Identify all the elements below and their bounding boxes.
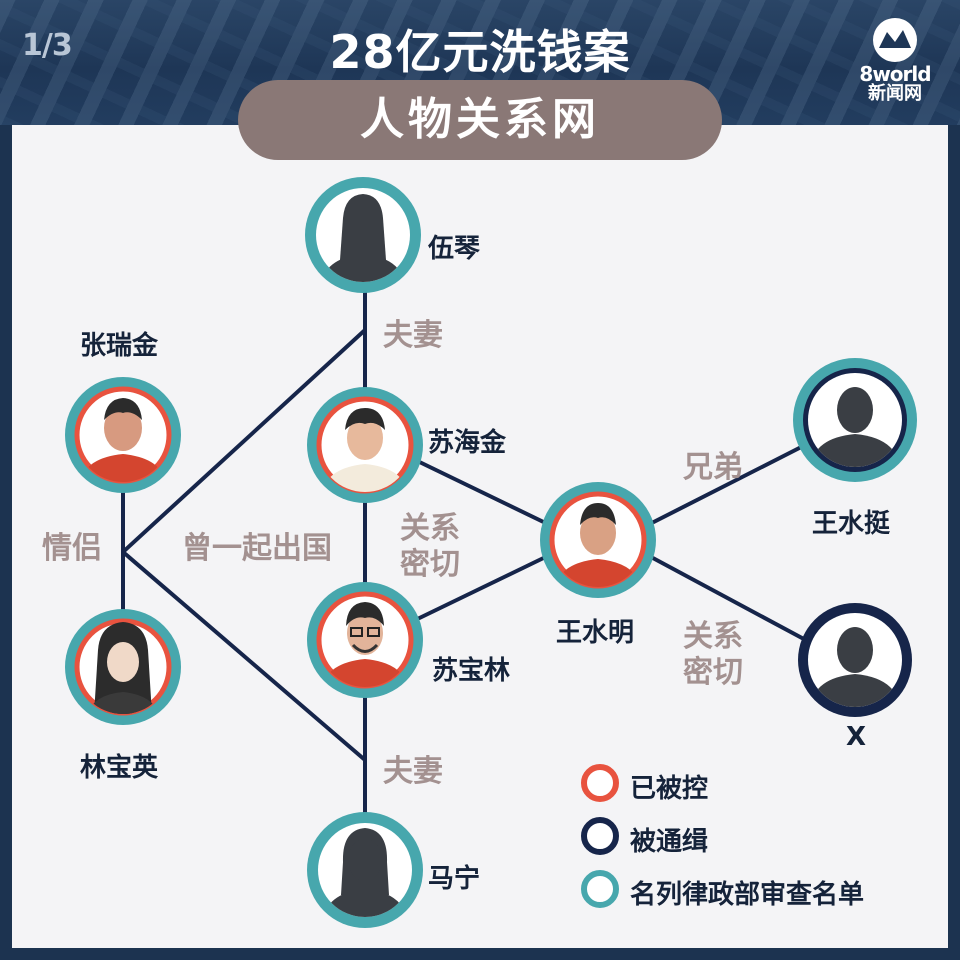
line-subaolin-wangshuiming (404, 548, 561, 627)
label-maning: 马宁 (428, 864, 481, 894)
brand-logo: 8world 新闻网 (850, 18, 940, 104)
label-linbaoying: 林宝英 (80, 753, 159, 783)
relation-couple-bottom: 夫妻 (383, 754, 443, 789)
legend-wanted-label: 被通缉 (630, 827, 709, 857)
relation-brothers: 兄弟 (683, 450, 743, 485)
relation-couple-top: 夫妻 (383, 318, 443, 353)
label-suhaijin: 苏海金 (428, 428, 507, 458)
node-subaolin (307, 582, 423, 698)
line-close-x (637, 548, 816, 647)
node-maning (307, 812, 423, 928)
label-wuqin: 伍琴 (428, 234, 481, 264)
logo-mark-icon (873, 18, 917, 62)
logo-brand-subtext: 新闻网 (868, 83, 922, 104)
line-brothers (637, 438, 816, 532)
label-wangshuiting: 王水挺 (812, 509, 891, 539)
relation-close-mid-line2: 密切 (400, 547, 460, 582)
relation-abroad: 曾一起出国 (182, 531, 332, 566)
line-abroad-lower (121, 550, 367, 762)
node-wangshuiming (540, 482, 656, 598)
page-indicator: 1/3 (22, 28, 73, 63)
silhouette-icon (810, 627, 900, 707)
node-zhangruijin (65, 377, 181, 493)
label-wangshuiming: 王水明 (556, 618, 635, 648)
label-x: X (846, 722, 867, 752)
relation-close-right-line1: 关系 (683, 619, 743, 654)
legend-markers (581, 764, 619, 908)
line-abroad-upper (121, 328, 367, 554)
label-subaolin: 苏宝林 (432, 656, 511, 686)
logo-brand-text: 8world (859, 62, 931, 86)
legend-controlled-icon (581, 764, 619, 802)
node-wuqin (305, 177, 421, 293)
label-zhangruijin: 张瑞金 (80, 331, 159, 361)
legend-listed-icon (581, 870, 619, 908)
subtitle-pill: 人物关系网 (238, 80, 722, 160)
page-title: 28亿元洗钱案 (329, 25, 631, 79)
node-linbaoying (65, 609, 181, 725)
legend-listed-label: 名列律政部审查名单 (630, 880, 865, 910)
connection-lines (121, 290, 816, 825)
line-suhaijin-wangshuiming (404, 453, 561, 532)
node-x (798, 603, 912, 717)
legend-wanted-icon (581, 817, 619, 855)
node-suhaijin (307, 387, 423, 503)
silhouette-icon (810, 387, 900, 467)
legend-controlled-label: 已被控 (630, 774, 709, 804)
header-banner: 1/3 28亿元洗钱案 8world 新闻网 (0, 0, 960, 125)
content-panel (12, 125, 948, 948)
relation-lovers: 情侣 (42, 531, 102, 566)
relation-close-mid-line1: 关系 (400, 511, 460, 546)
node-wangshuiting (793, 358, 917, 482)
relation-close-right-line2: 密切 (683, 655, 743, 690)
